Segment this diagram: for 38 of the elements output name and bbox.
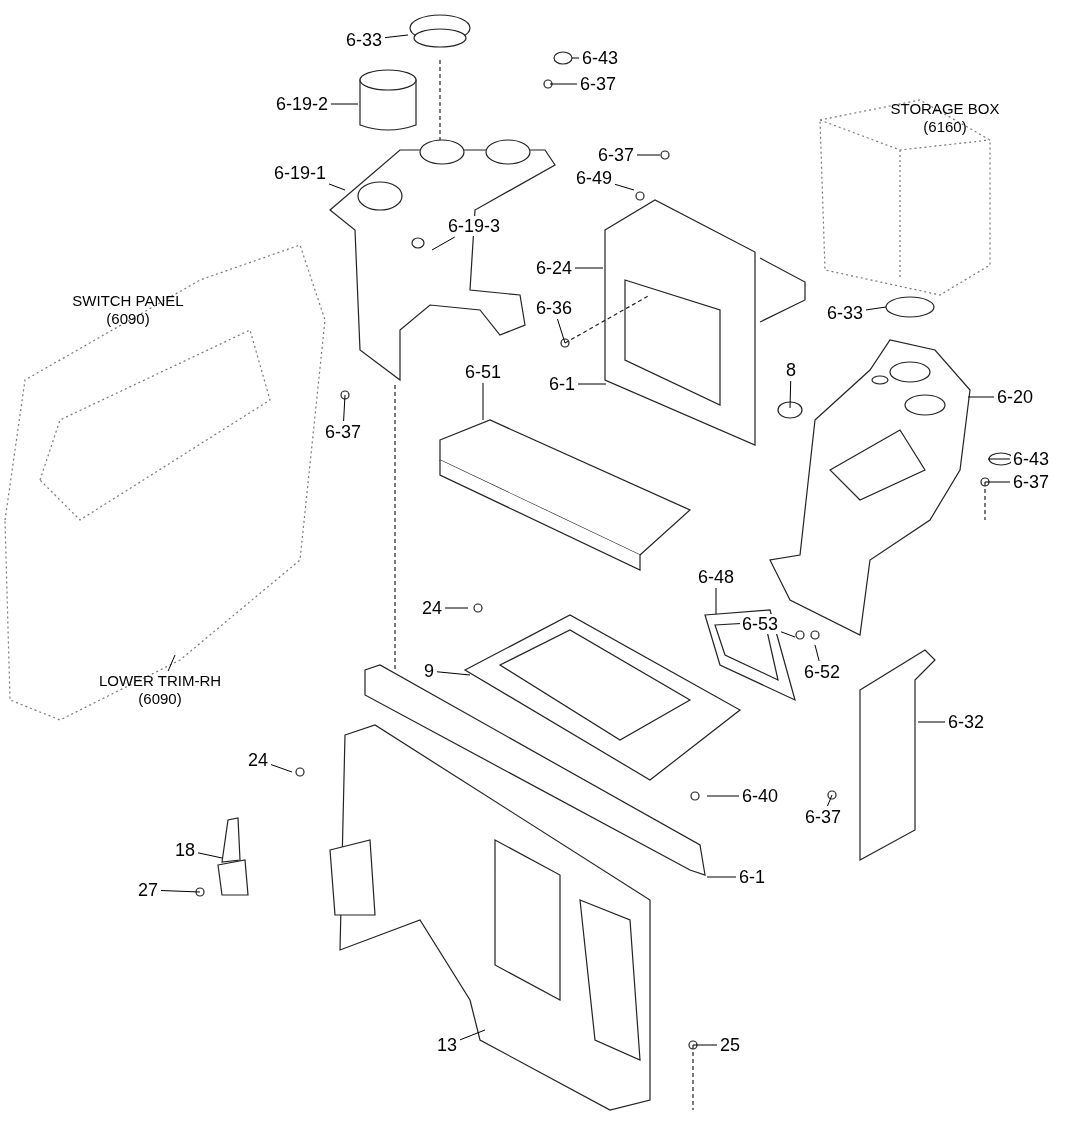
- leader-line: [556, 318, 566, 344]
- leader-line: [789, 380, 792, 409]
- callout-number: 6-19-3: [446, 216, 503, 236]
- leader-line: [706, 876, 737, 878]
- leader-line: [780, 631, 796, 638]
- part-name: SWITCH PANEL (6090): [71, 292, 185, 328]
- leader-line: [482, 382, 484, 421]
- leader-line: [444, 607, 469, 609]
- leader-line: [636, 154, 661, 156]
- leader-line: [330, 103, 359, 105]
- leader-line: [343, 394, 346, 422]
- leader-line: [577, 383, 607, 385]
- leader-line: [167, 654, 176, 672]
- leader-line: [549, 83, 578, 85]
- leader-line: [384, 34, 409, 39]
- callout-number: 6-53: [740, 614, 781, 634]
- leader-line: [715, 587, 717, 615]
- leader-line: [917, 721, 946, 723]
- part-name: LOWER TRIM-RH (6090): [90, 672, 230, 708]
- leader-line: [574, 267, 604, 269]
- leader-line: [270, 764, 293, 773]
- leader-line: [692, 1044, 718, 1046]
- leader-line: [571, 57, 580, 59]
- leader-line: [984, 481, 1011, 483]
- leader-line: [865, 306, 887, 311]
- leader-line: [328, 183, 346, 191]
- leader-line: [197, 852, 223, 859]
- leader-line: [160, 890, 201, 893]
- part-name: STORAGE BOX (6160): [889, 100, 1001, 136]
- leader-line: [614, 183, 635, 191]
- leader-line: [436, 671, 471, 676]
- leader-line: [431, 236, 456, 251]
- leader-line: [459, 1029, 486, 1041]
- leader-line: [814, 644, 820, 662]
- leader-line: [706, 795, 740, 797]
- leader-line: [967, 396, 995, 398]
- leader-line: [827, 794, 833, 807]
- leader-line: [987, 458, 1011, 460]
